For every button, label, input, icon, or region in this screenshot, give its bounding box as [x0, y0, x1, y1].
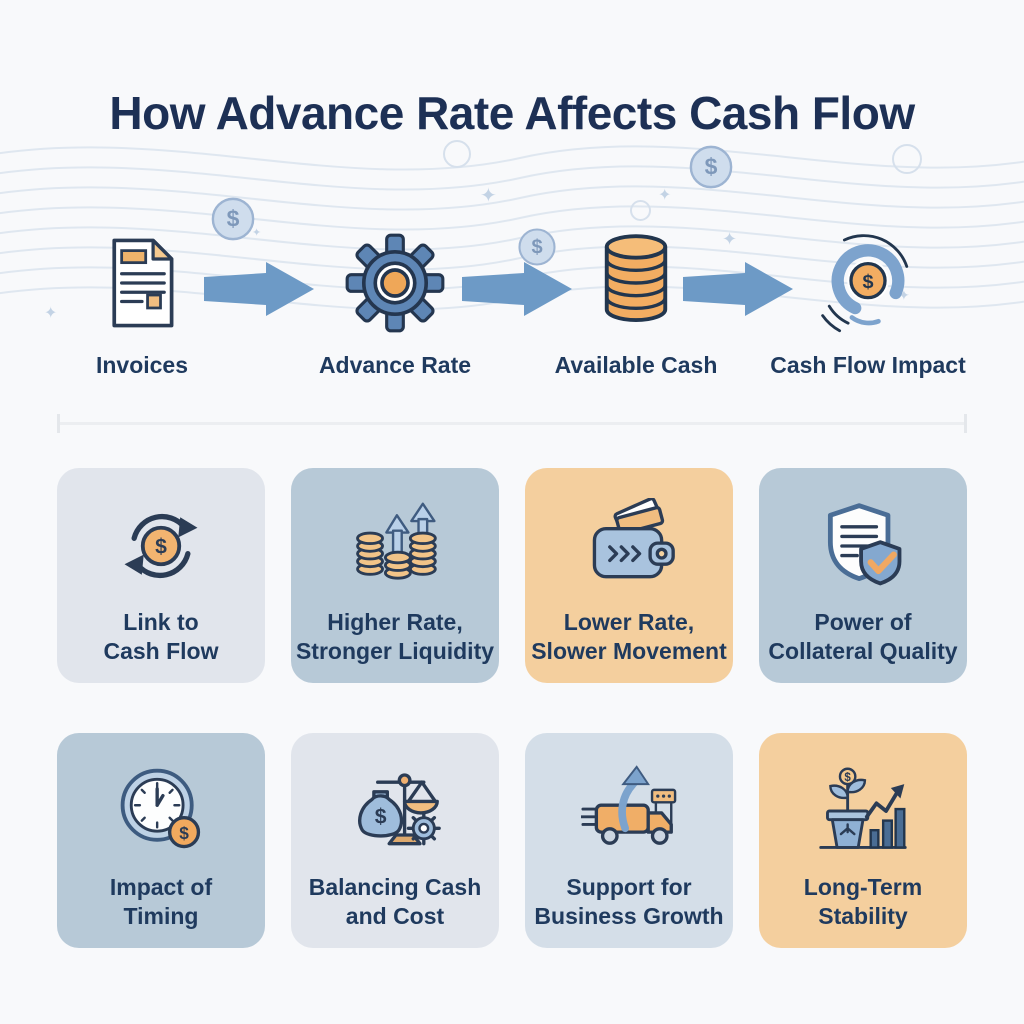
dollar-symbol: $: [531, 237, 542, 259]
dollar-symbol: $: [155, 536, 167, 559]
card-higher-rate-stronger-liquidity: Higher Rate,Stronger Liquidity: [291, 468, 499, 683]
flow-step-label: Cash Flow Impact: [770, 352, 966, 378]
flow-step-advance-rate: Advance Rate: [295, 224, 495, 379]
card-label: Higher Rate,Stronger Liquidity: [295, 609, 495, 665]
flow-arrow-icon: [204, 262, 314, 316]
flow-step-cash-flow-impact: $ Cash Flow Impact: [768, 224, 968, 379]
plant-chart-icon: $: [819, 767, 907, 849]
sparkle-icon: ✦: [252, 227, 262, 239]
invoice-document-icon: [112, 238, 174, 328]
cycle-dollar-icon: $: [124, 513, 198, 579]
dollar-symbol: $: [179, 823, 189, 843]
section-divider: [57, 414, 967, 433]
dollar-symbol: $: [705, 154, 718, 180]
flow-step-label: Advance Rate: [318, 352, 472, 378]
scale-moneybag-icon: $: [358, 773, 441, 846]
dollar-symbol: $: [227, 206, 240, 232]
dollar-coin-decoration: $: [689, 145, 733, 189]
flow-step-invoices: Invoices: [42, 224, 242, 379]
flow-step-available-cash: Available Cash: [536, 224, 736, 379]
cash-flow-cycle-icon: $: [821, 234, 909, 333]
truck-growth-icon: [581, 765, 677, 845]
coins-growth-icon: [356, 502, 437, 580]
dollar-symbol: $: [862, 271, 873, 293]
circle-decoration: [892, 144, 922, 174]
advance-rate-gear-icon: [345, 233, 445, 333]
card-label: Lower Rate,Slower Movement: [531, 609, 727, 665]
sparkle-icon: ✦: [658, 187, 672, 204]
wallet-icon: [592, 498, 675, 579]
flow-step-label: Invoices: [95, 352, 189, 378]
dollar-symbol: $: [844, 772, 851, 784]
card-lower-rate-slower-movement: Lower Rate,Slower Movement: [525, 468, 733, 683]
dollar-coin-decoration: $: [518, 228, 556, 266]
circle-decoration: [630, 200, 651, 221]
sparkle-icon: ✦: [898, 287, 910, 303]
circle-decoration: [443, 140, 471, 168]
page-title: How Advance Rate Affects Cash Flow: [109, 87, 915, 139]
dollar-coin-decoration: $: [211, 197, 255, 241]
clock-dollar-icon: $: [120, 768, 201, 849]
dollar-symbol: $: [375, 805, 387, 828]
sparkle-icon: ✦: [44, 305, 58, 322]
flow-arrow-icon: [462, 262, 572, 316]
sparkle-icon: ✦: [722, 229, 738, 249]
flow-step-label: Available Cash: [554, 352, 718, 378]
coin-stack-icon: [604, 234, 668, 322]
flow-arrow-icon: [683, 262, 793, 316]
shield-check-icon: [827, 503, 902, 586]
sparkle-icon: ✦: [480, 185, 497, 207]
